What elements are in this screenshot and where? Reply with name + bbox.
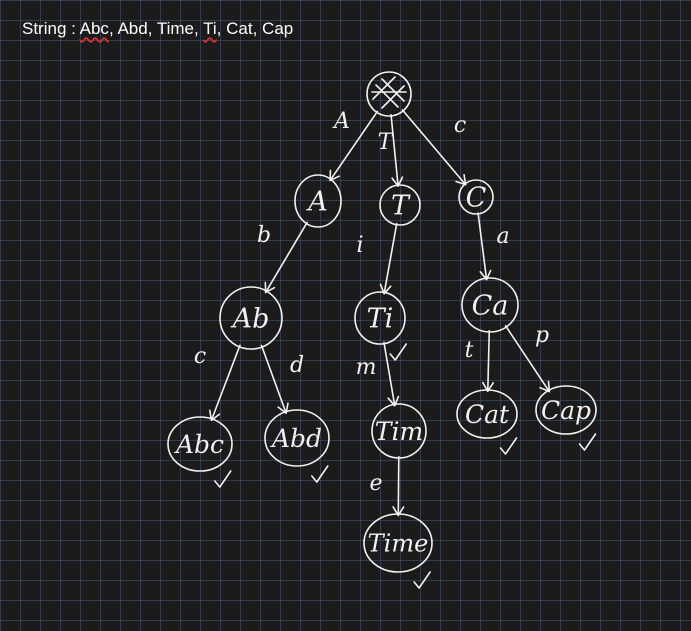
node-label-ab: Ab	[230, 303, 270, 334]
string-separator: ,	[252, 19, 263, 38]
node-cap	[535, 385, 597, 435]
edge-label-Tim-Time: e	[369, 471, 382, 496]
end-of-word-check-icon	[578, 433, 597, 451]
node-label-abd: Abd	[270, 424, 322, 453]
arrowhead-root-A	[329, 169, 340, 182]
string-word-time: Time	[156, 19, 194, 38]
node-t	[379, 184, 421, 226]
node-label-cat: Cat	[465, 400, 510, 429]
string-word-cat: Cat	[226, 19, 253, 38]
arrowhead-Ab-Abd	[277, 402, 289, 414]
string-word-cap: Cap	[262, 19, 294, 38]
node-a	[294, 174, 342, 228]
node-label-a: A	[305, 186, 328, 217]
node-label-time: Time	[368, 529, 429, 557]
edge-Ca-Cap	[504, 324, 551, 393]
arrowhead-A-Ab	[264, 281, 276, 294]
edge-T-Ti	[383, 222, 398, 295]
arrowhead-C-Ca	[479, 269, 492, 281]
node-ca	[461, 277, 519, 333]
edge-Ti-Tim	[383, 341, 396, 407]
node-label-ti: Ti	[367, 303, 394, 334]
arrowhead-root-C	[455, 173, 467, 186]
node-tim	[371, 403, 427, 459]
edge-Ca-Cat	[486, 329, 491, 393]
end-of-word-check-icon	[413, 571, 431, 589]
end-of-word-check-icon	[389, 343, 408, 361]
edge-label-root-C: c	[454, 113, 466, 138]
edge-label-C-Ca: a	[496, 224, 509, 249]
string-list-prefix: String :	[22, 19, 80, 38]
edge-label-Ab-Abd: d	[290, 353, 304, 378]
string-word-abd: Abd	[117, 19, 148, 38]
arrowhead-Ti-Tim	[387, 395, 400, 407]
edge-label-A-Ab: b	[257, 223, 271, 248]
node-c	[458, 179, 494, 215]
node-label-tim: Tim	[375, 417, 423, 446]
edge-label-root-T: T	[378, 130, 395, 155]
edge-Ab-Abc	[210, 344, 241, 422]
node-abd	[264, 409, 330, 467]
edge-label-Ti-Tim: m	[356, 355, 377, 380]
node-abc	[167, 416, 233, 472]
edge-root-T	[390, 113, 399, 187]
edge-label-Ab-Abc: c	[194, 344, 206, 369]
edge-label-T-Ti: i	[356, 233, 363, 258]
edge-label-Ca-Cap: p	[535, 323, 549, 348]
node-label-c: C	[466, 182, 487, 213]
node-cat	[456, 389, 518, 439]
arrowhead-Tim-Time	[392, 506, 405, 517]
arrowhead-Ca-Cat	[481, 381, 495, 393]
string-separator: ,	[147, 19, 157, 38]
edge-label-Ca-Cat: t	[465, 338, 474, 363]
string-list-words: Abc, Abd, Time, Ti, Cat, Cap	[80, 19, 294, 38]
node-label-abc: Abc	[174, 430, 224, 459]
node-time	[363, 513, 433, 573]
edge-Ab-Abd	[260, 344, 287, 414]
end-of-word-check-icon	[310, 465, 329, 483]
node-label-t: T	[391, 190, 411, 221]
string-separator: ,	[194, 19, 204, 38]
edge-root-A	[329, 110, 379, 182]
edge-C-Ca	[477, 212, 488, 281]
arrowhead-Ab-Abc	[208, 409, 221, 422]
string-separator: ,	[216, 19, 227, 38]
node-ti	[354, 291, 406, 345]
string-word-abc: Abc	[79, 19, 109, 38]
edge-root-C	[401, 109, 467, 186]
arrowhead-root-T	[391, 176, 404, 187]
root-hash-icon	[371, 76, 407, 109]
edge-label-root-A: A	[332, 109, 350, 134]
arrowhead-T-Ti	[379, 283, 392, 295]
node-label-ca: Ca	[472, 290, 509, 321]
string-word-ti: Ti	[203, 19, 217, 38]
node-ab	[219, 286, 283, 350]
end-of-word-check-icon	[214, 470, 232, 488]
edge-A-Ab	[264, 221, 308, 294]
node-label-cap: Cap	[541, 396, 591, 425]
arrowhead-Ca-Cap	[539, 380, 551, 393]
node-root	[366, 71, 412, 117]
string-list-header: String : Abc, Abd, Time, Ti, Cat, Cap	[22, 19, 293, 39]
string-separator: ,	[108, 19, 118, 38]
end-of-word-check-icon	[499, 437, 518, 455]
